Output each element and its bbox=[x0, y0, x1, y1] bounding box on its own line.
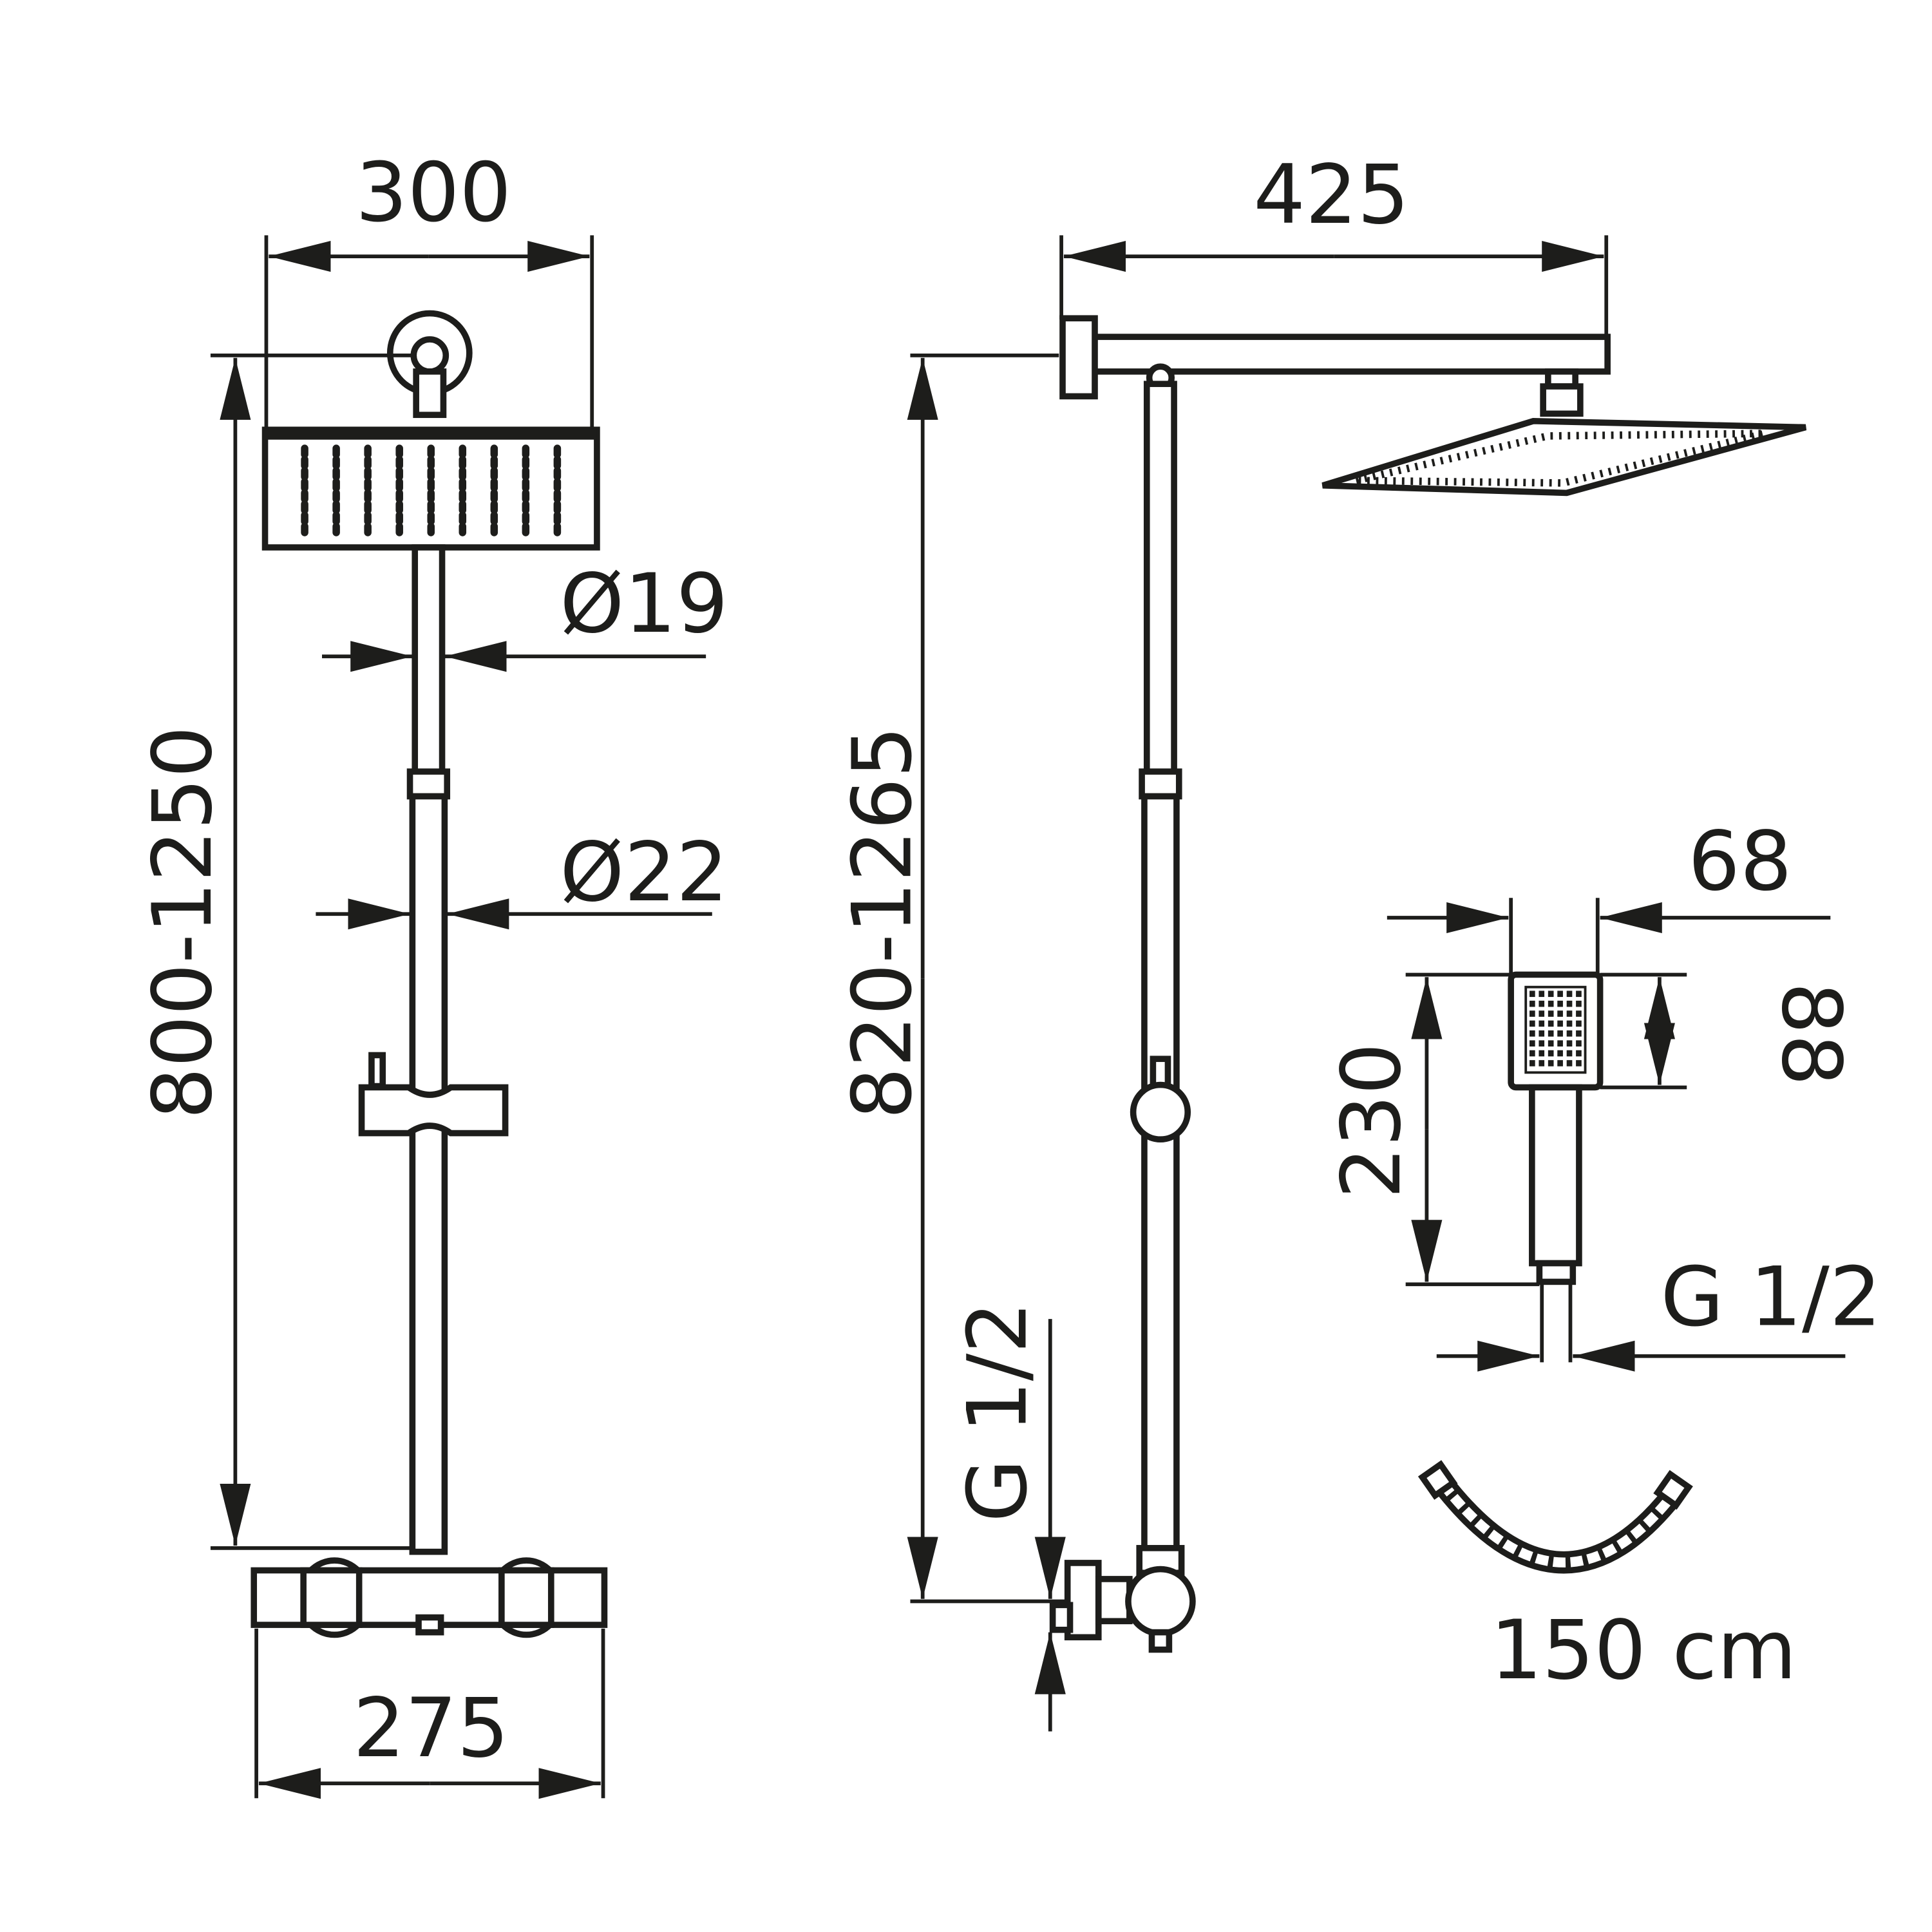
hand-nozzle bbox=[1548, 1050, 1554, 1057]
dimension-230: 230 bbox=[1323, 972, 1540, 1287]
hand-nozzle bbox=[1539, 1010, 1545, 1017]
hand-nozzle bbox=[1530, 1040, 1535, 1046]
hand-nozzle bbox=[1566, 1040, 1573, 1046]
shower-hose: 150 cm bbox=[1417, 1460, 1797, 1698]
hand-shower-holder bbox=[358, 1052, 509, 1137]
hand-nozzle bbox=[1557, 1050, 1563, 1057]
height-range-label: 800-1250 bbox=[135, 726, 230, 1119]
hand-shower-view: 68 230 88 G 1/2 bbox=[1323, 813, 1881, 1698]
hand-shower bbox=[1508, 971, 1604, 1363]
hand-nozzle bbox=[1576, 1040, 1582, 1046]
total-length-label: 230 bbox=[1323, 1043, 1419, 1198]
hand-nozzle bbox=[1557, 1000, 1563, 1007]
hand-nozzle bbox=[1530, 1020, 1535, 1027]
hand-nozzle bbox=[1539, 1060, 1545, 1066]
side-thread-label: G 1/2 bbox=[949, 1302, 1045, 1522]
hand-nozzle bbox=[1539, 1000, 1545, 1007]
hand-nozzle bbox=[1576, 1050, 1582, 1057]
diameter-19-label: Ø19 bbox=[560, 556, 728, 651]
hand-nozzle bbox=[1557, 1040, 1563, 1046]
hand-nozzle bbox=[1566, 1000, 1573, 1007]
hand-nozzle bbox=[1576, 990, 1582, 998]
side-height-range-label: 820-1265 bbox=[834, 726, 929, 1119]
hand-nozzle bbox=[1557, 1060, 1563, 1066]
dimension-diameter-22: Ø22 bbox=[316, 824, 728, 930]
shower-arm bbox=[1059, 315, 1611, 417]
hand-nozzle bbox=[1539, 1050, 1545, 1057]
hand-nozzle bbox=[1548, 1030, 1554, 1037]
hand-nozzle bbox=[1530, 1000, 1535, 1007]
dimension-275: 275 bbox=[254, 1628, 605, 1799]
hand-nozzle bbox=[1530, 1030, 1535, 1037]
hand-nozzle bbox=[1576, 1000, 1582, 1007]
hand-nozzle bbox=[1566, 1010, 1573, 1017]
diameter-22-label: Ø22 bbox=[560, 824, 728, 920]
mixer-side bbox=[1049, 1545, 1196, 1653]
hand-nozzle bbox=[1548, 1040, 1554, 1046]
rain-shower-head bbox=[261, 426, 600, 551]
hand-nozzle bbox=[1576, 1060, 1582, 1066]
hand-nozzle bbox=[1557, 1010, 1563, 1017]
hand-nozzle bbox=[1548, 1000, 1554, 1007]
hose-length-label: 150 cm bbox=[1490, 1602, 1797, 1698]
hand-nozzle bbox=[1566, 1050, 1573, 1057]
hand-nozzle bbox=[1566, 1030, 1573, 1037]
width-label: 300 bbox=[355, 144, 511, 240]
hand-nozzle bbox=[1548, 1020, 1554, 1027]
dimension-g-half-side: G 1/2 bbox=[949, 1302, 1066, 1732]
hand-nozzle bbox=[1576, 1030, 1582, 1037]
front-view: 300 Ø19 Ø22 bbox=[135, 144, 728, 1799]
dimension-425: 425 bbox=[1059, 147, 1609, 337]
side-view: 425 820-1265 bbox=[834, 147, 1807, 1732]
hand-nozzle bbox=[1576, 1010, 1582, 1017]
hand-nozzle bbox=[1530, 1050, 1535, 1057]
head-width-label: 68 bbox=[1688, 813, 1792, 909]
mixer-width-label: 275 bbox=[353, 1680, 509, 1776]
hand-nozzle bbox=[1530, 1010, 1535, 1017]
hand-nozzle bbox=[1539, 1030, 1545, 1037]
dimension-diameter-19: Ø19 bbox=[322, 556, 728, 672]
dimension-820-1265: 820-1265 bbox=[834, 354, 1065, 1604]
dimension-88: 88 bbox=[1600, 972, 1859, 1090]
hand-nozzle bbox=[1557, 1020, 1563, 1027]
hand-nozzle bbox=[1566, 1060, 1573, 1066]
hand-nozzle bbox=[1566, 990, 1573, 998]
rain-shower-head-side bbox=[1321, 418, 1807, 497]
hand-nozzle bbox=[1539, 1040, 1545, 1046]
hand-nozzle bbox=[1566, 1020, 1573, 1027]
arm-length-label: 425 bbox=[1253, 147, 1409, 242]
wall-bracket bbox=[386, 310, 473, 419]
riser-pipe-side bbox=[1130, 363, 1191, 1558]
dimension-800-1250: 800-1250 bbox=[135, 354, 415, 1550]
dimension-300: 300 bbox=[264, 144, 594, 428]
hand-nozzle bbox=[1539, 1020, 1545, 1027]
hand-nozzle bbox=[1548, 1010, 1554, 1017]
riser-pipe bbox=[406, 544, 451, 1555]
hand-nozzle bbox=[1557, 1030, 1563, 1037]
hand-nozzle bbox=[1539, 990, 1545, 998]
hand-nozzle bbox=[1530, 1060, 1535, 1066]
head-height-label: 88 bbox=[1764, 982, 1859, 1086]
hand-nozzle bbox=[1530, 990, 1535, 998]
dimension-68: 68 bbox=[1387, 813, 1831, 975]
dimension-g-half-hand: G 1/2 bbox=[1436, 1249, 1882, 1372]
hand-nozzle bbox=[1557, 990, 1563, 998]
hand-nozzle bbox=[1548, 1060, 1554, 1066]
hand-nozzle bbox=[1576, 1020, 1582, 1027]
hand-nozzle bbox=[1548, 990, 1554, 998]
thermostatic-mixer bbox=[251, 1557, 608, 1638]
hand-thread-label: G 1/2 bbox=[1661, 1249, 1882, 1345]
